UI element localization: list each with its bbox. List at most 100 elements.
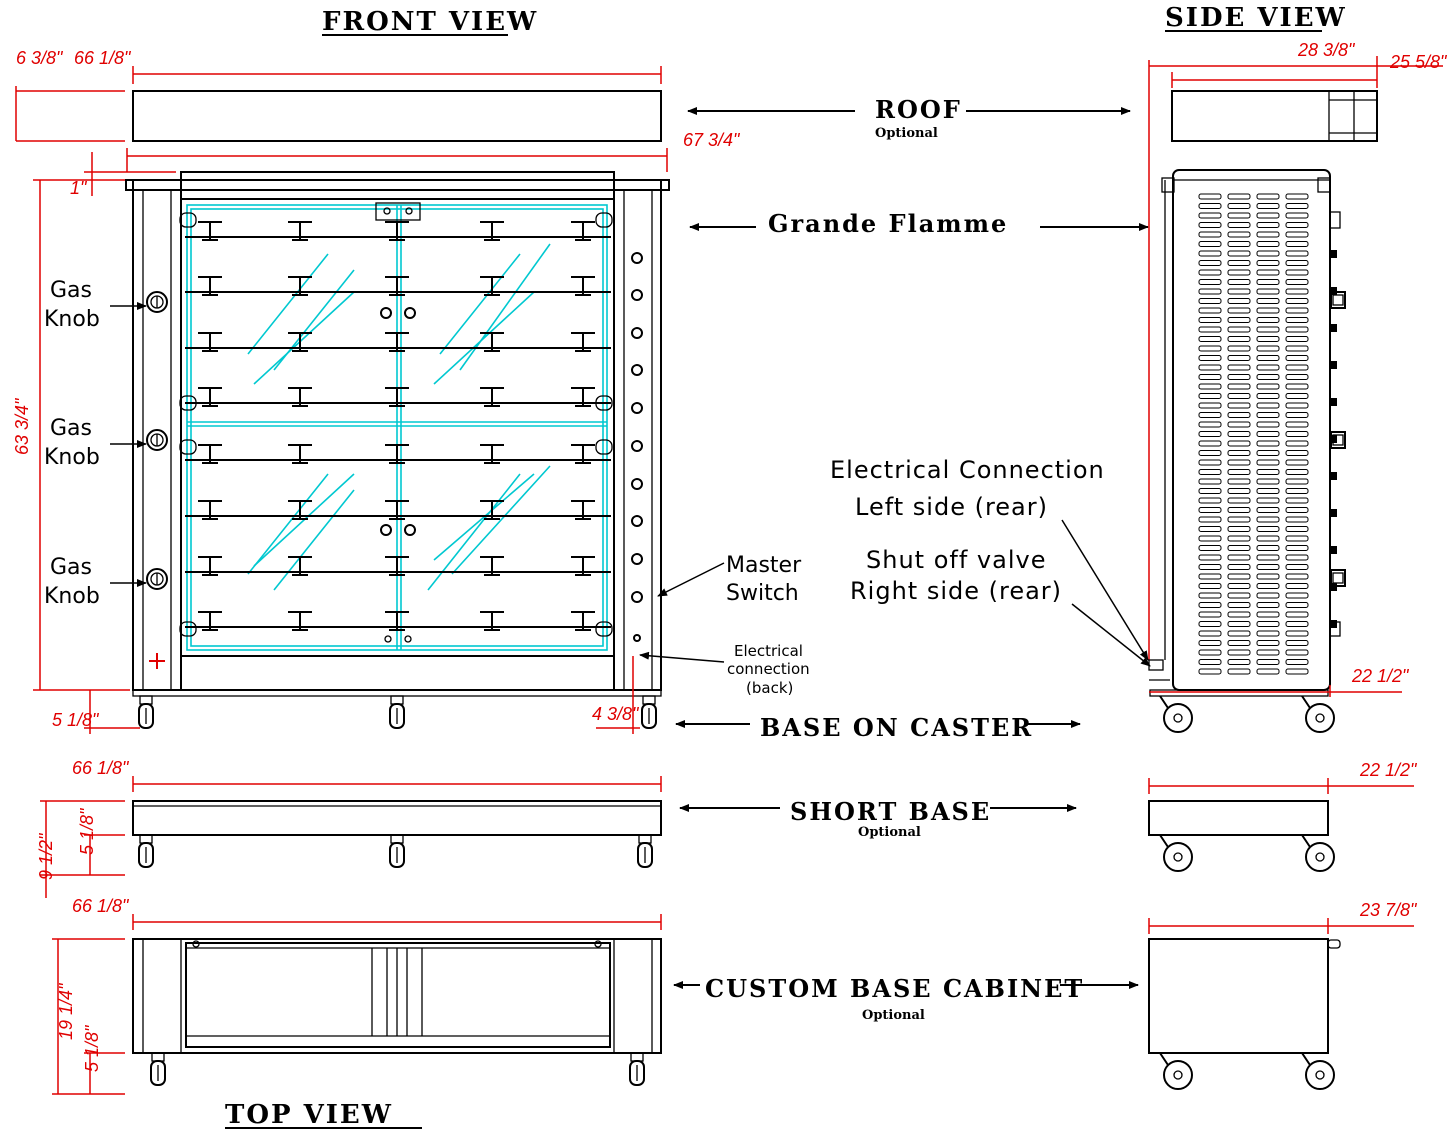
side-fitting (1331, 546, 1337, 554)
side-view-unit (1149, 169, 1341, 697)
vent-slot (1256, 545, 1280, 551)
vent-slot (1285, 450, 1309, 456)
vent-slot (1227, 374, 1251, 380)
short-base-width-label: 66 1/8" (72, 758, 130, 778)
vent-slot (1256, 203, 1280, 209)
vent-slot (1227, 478, 1251, 485)
vent-slot (1227, 488, 1251, 494)
vent-slot (1227, 554, 1251, 561)
roof-callout: ROOF (875, 95, 962, 124)
gas-knob-label-2b: Knob (44, 445, 100, 470)
cabinet-depth-label: 23 7/8" (1359, 900, 1418, 920)
grande-flamme-callout: Grande Flamme (768, 209, 1008, 238)
vent-slot (1227, 317, 1251, 323)
front-view-title: FRONT VIEW (322, 7, 538, 37)
vent-slot (1198, 488, 1222, 494)
vent-slot (1227, 241, 1251, 247)
vent-slot (1285, 602, 1309, 608)
vent-slot (1256, 298, 1280, 304)
vent-slot (1227, 526, 1251, 532)
vent-slot (1198, 355, 1222, 361)
vent-slot (1256, 668, 1280, 675)
vent-slot (1227, 497, 1251, 504)
side-fitting (1331, 361, 1337, 369)
vent-slot (1198, 450, 1222, 456)
control-switches (631, 252, 643, 642)
vent-slot (1285, 317, 1309, 323)
short-base-callout: SHORT BASE (790, 797, 991, 826)
vent-slot (1256, 431, 1280, 437)
vent-slot (1227, 668, 1251, 675)
vent-slot (1198, 516, 1222, 523)
vent-slot (1256, 535, 1280, 542)
vent-slot (1256, 317, 1280, 323)
vent-slot (1285, 640, 1309, 646)
cabinet-width-label: 66 1/8" (72, 896, 130, 916)
side-fitting (1331, 324, 1337, 332)
vent-slot (1285, 516, 1309, 523)
vent-slot (1256, 393, 1280, 399)
vent-slot (1227, 288, 1251, 295)
vent-slot (1227, 412, 1251, 418)
vent-slot (1198, 231, 1222, 238)
vent-slot (1227, 592, 1251, 599)
side-depth-label: 22 1/2" (1351, 666, 1410, 686)
door-latch (375, 202, 421, 221)
side-vent-slots (1198, 193, 1309, 675)
side-roof-depth-label: 25 5/8" (1389, 52, 1448, 72)
vent-slot (1198, 421, 1222, 428)
vent-slot (1256, 412, 1280, 418)
side-fitting (1331, 287, 1337, 295)
vent-slot (1227, 364, 1251, 371)
side-fitting (1331, 435, 1337, 443)
side-fittings (1331, 250, 1337, 628)
vent-slot (1227, 535, 1251, 542)
vent-slot (1285, 326, 1309, 333)
vent-slot (1285, 203, 1309, 209)
vent-slot (1198, 478, 1222, 485)
elec-conn-label-2: Left side (rear) (855, 493, 1048, 521)
gas-knob-label-2a: Gas (50, 416, 92, 441)
vent-slot (1227, 583, 1251, 589)
vent-slot (1227, 611, 1251, 618)
vent-slot (1227, 193, 1251, 200)
gas-knob-middle-icon (146, 429, 168, 451)
vent-slot (1198, 659, 1222, 665)
vent-slot (1256, 440, 1280, 447)
vent-slot (1285, 336, 1309, 342)
front-view-unit (125, 171, 670, 697)
vent-slot (1198, 222, 1222, 228)
vent-slot (1285, 554, 1309, 561)
vent-slot (1227, 298, 1251, 304)
vent-slot (1198, 611, 1222, 618)
roof-optional-note: Optional (875, 126, 938, 141)
vent-slot (1285, 440, 1309, 447)
vent-slot (1227, 564, 1251, 570)
vent-slot (1198, 307, 1222, 314)
side-fitting (1331, 620, 1337, 628)
top-offset-label: 1" (70, 178, 88, 198)
vent-slot (1256, 469, 1280, 475)
vent-slot (1227, 402, 1251, 409)
vent-slot (1227, 269, 1251, 276)
roof-side (1171, 90, 1378, 142)
gas-knob-label-3b: Knob (44, 584, 100, 609)
vent-slot (1198, 440, 1222, 447)
vent-slot (1285, 668, 1309, 675)
vent-slot (1227, 383, 1251, 390)
vent-slot (1198, 298, 1222, 304)
elec-back-label-2: connection (727, 660, 810, 678)
short-base-height-label: 9 1/2" (36, 832, 56, 880)
vent-slot (1285, 222, 1309, 228)
side-fitting (1331, 250, 1337, 258)
vent-slot (1285, 383, 1309, 390)
vent-slot (1256, 193, 1280, 200)
vent-slot (1256, 497, 1280, 504)
vent-slot (1227, 640, 1251, 646)
vent-slot (1198, 526, 1222, 532)
vent-slot (1227, 279, 1251, 285)
vent-slot (1285, 611, 1309, 618)
vent-slot (1227, 602, 1251, 608)
gas-knob-label-1b: Knob (44, 307, 100, 332)
vent-slot (1285, 478, 1309, 485)
